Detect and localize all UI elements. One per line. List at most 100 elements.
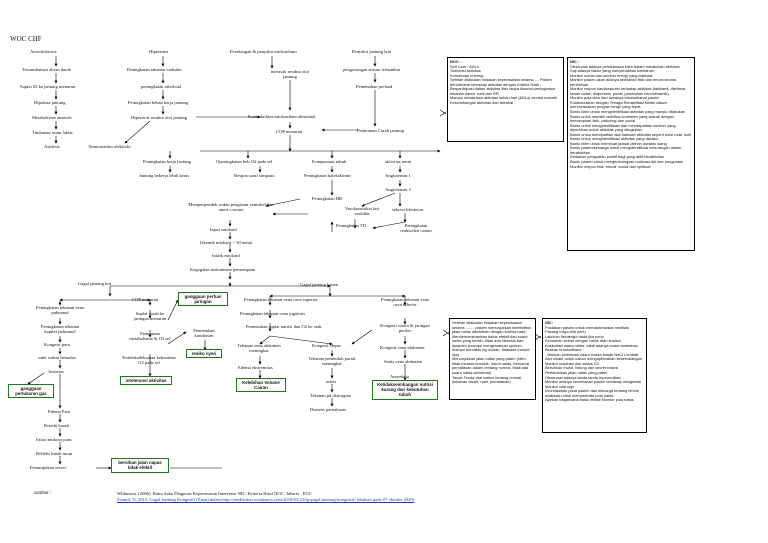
- nic1-line: Bantu pasien untuk mengembangkan motivas…: [570, 159, 684, 165]
- noc1-line: Setelah dilakukan tindakan keperawatan s…: [450, 77, 552, 87]
- noc-box-airway: Setelah dilakukan tindakan keperawatan s…: [449, 318, 536, 400]
- node-statis-vena: Statis vena abdomen: [384, 359, 423, 364]
- node-peningkatan-td: Peningkatan TD: [336, 223, 366, 228]
- node-kongesti-hepar: Kongesti Hepar: [312, 343, 341, 348]
- node-penumpukan: Penumpukan secret: [30, 465, 66, 470]
- nic1-line: Bantu untuk mengidentifikasi aktivitas y…: [570, 136, 658, 142]
- node-iskemik: Iskemik miokard > 30 menit: [200, 240, 253, 245]
- node-asites: asites: [326, 379, 337, 384]
- diagnosis-nutrisi-box: Ketidakseimbangan nutrisi kurang dari ke…: [372, 380, 438, 400]
- source-link[interactable]: Syamil, N. 2010. Gagal Jantung Kongestif…: [117, 496, 415, 502]
- diagnosis-pertukaran-gas-box: gangguan pertukaran gas: [8, 384, 54, 398]
- diagnosis-nyeri-box: resiko nyeri: [186, 349, 222, 358]
- node-cop-menurun-2: COP menurun: [132, 297, 159, 302]
- node-kongesti-paru: Kongesti paru: [44, 342, 70, 347]
- nic-title: NIC :: [570, 59, 580, 64]
- node-gagal-kiri: Gagal jantung kiri: [78, 281, 112, 286]
- noc1-line: Self Care : ADLs: [450, 63, 479, 69]
- node-suplai-o2: Suplai 02 ke jantung menurun: [20, 84, 76, 89]
- node-anoreksia: Anoreksia: [390, 374, 409, 379]
- node-edema-ekstremitas: Edema ekstremitas: [238, 365, 273, 370]
- nic1-line: Observasi adanya pembatasan klien dalam …: [570, 63, 680, 69]
- node-respon-saraf: Respon saraf simpatis: [234, 173, 275, 178]
- nic2-line: Pertahankan jalan nafas yang paten: [545, 370, 608, 376]
- node-sekresi: sekresi Idosteron: [392, 207, 424, 212]
- node-katekolamin: Peningkatan katekolamin: [304, 173, 351, 178]
- node-kongesti-vena-abdomen: Kongesti vena abdomen: [380, 345, 425, 350]
- node-renin: aktivitas renin: [385, 159, 412, 164]
- node-kapiler-pulmonal: Peningkatan tekanan kapiler pulmonal: [40, 324, 80, 335]
- nic2-line: Bersihkan mulut, hidung dan secret trake…: [545, 365, 618, 371]
- nic-airway-title: NIC:: [545, 320, 553, 325]
- node-metabolisme: Metabolisme anaerob: [32, 115, 72, 120]
- node-diafragma: Tekanan pd diafragma: [310, 393, 352, 398]
- noc1-line: Berpartisipasi dalam aktivitas fisik tan…: [450, 86, 555, 96]
- node-suplai-otak: Pemenuhan suplai nutrisi dan O2 ke otak: [246, 324, 322, 329]
- node-angiotensin1: Angiotensin 1: [385, 173, 411, 178]
- nic1-line: Bantu untuk memilih aktivitas konsisten …: [570, 113, 674, 124]
- noc1-line: Konservasi eneergi: [450, 72, 484, 78]
- node-hipertrofi: Hipertrofi serabut otot jantung: [131, 115, 188, 120]
- node-suplai-darah: Suplai darah ke jaringan menurun: [133, 311, 167, 322]
- source-text: Wilkinson. (2006). Buku Saku Diagnosa Ke…: [117, 491, 414, 502]
- noc1-line: Mampu melakukan aktivitas sehari hari (A…: [450, 95, 558, 101]
- nic-lines: Observasi adanya pembatasan klien dalam …: [570, 63, 692, 170]
- node-pemenuhan-kondorum: Pemenuhan kondorum: [193, 328, 215, 339]
- node-distress: Distress pernafasan: [310, 407, 346, 412]
- node-pemenuhan-preload: Pemenuhan preload: [356, 84, 393, 89]
- node-kompensasi: Kompensasi tubuh: [312, 159, 347, 164]
- node-timbunan: Timbunan asam laktat: [32, 130, 73, 135]
- node-cop-menurun: COP menurun: [276, 129, 303, 134]
- source-line-1: Wilkinson. (2006). Buku Saku Diagnosa Ke…: [117, 491, 312, 496]
- nic2-line: Pasang mayo bila perlu: [545, 329, 586, 335]
- nic1-line: Monitor respon fisik, emosi, social dan …: [570, 163, 651, 169]
- node-merusak: merusak serabut otot jantung: [270, 69, 310, 80]
- node-injuri: Injuri miokard: [210, 227, 237, 232]
- node-infark: Infark miokard: [212, 253, 240, 258]
- node-kebutuhan-o2: Ketidakadekuatan kebutuhan O2 pada sel: [122, 355, 176, 366]
- node-pengosongan: pengosongan atrium terhambat: [343, 67, 400, 72]
- noc-title: NOC :: [450, 59, 462, 64]
- nic1-line: Bantu untuk mendpatkan alat bantuan akti…: [570, 131, 692, 137]
- diagnosis-perfusi-box: gangguan perfusi jaringan: [178, 292, 228, 306]
- noc2-line: Tanda Tanda vital dalam rentang normal (…: [452, 374, 522, 385]
- nic1-line: Bantu untuk mengidentifikasi dan mendapa…: [570, 122, 676, 133]
- node-refleks: Refleks batuk turun: [36, 451, 73, 456]
- nic1-line: Bantu klien untuk membuat jadwal latihan…: [570, 140, 667, 146]
- nic2-line: Atur intake untuk cairan mengoptimalkan …: [545, 356, 643, 362]
- nic2-line: Informasikan pada pasien dan keluarga te…: [545, 388, 639, 398]
- nic1-line: Bantu klien untuk mengidentifikasi aktiv…: [570, 109, 686, 115]
- nic1-line: Kaji adanya faktor yang menyebabkan kele…: [570, 68, 654, 74]
- nic2-line: Berikan bronkodilator :: [545, 347, 584, 353]
- node-kontraktilitas: Kontraktilitas miokardium abnormal: [248, 114, 316, 119]
- node-penurunan-curah: Penurunan Curah jantung: [357, 128, 404, 133]
- node-peningkatan-tahanan: Peningkatan tahanan vaskuler: [127, 67, 182, 72]
- noc1-line: Keseimbangan aktivitas dan istirahat: [450, 99, 514, 105]
- nic1-line: Sediakan penguatan positif bagi yang akt…: [570, 154, 664, 160]
- nic2-line: Keluarkan sekret dengan batuk atau sucti…: [545, 338, 621, 344]
- node-peningkatan-kerja: Peningkatan kerja jantung: [143, 159, 191, 164]
- diagnosis-bersihan-jalan-box: bersihan jalan napas tidak efektif: [111, 458, 169, 473]
- nic1-line: Monitor pasien akan adanya kelelahan fis…: [570, 77, 677, 87]
- node-vena-cava-superior: Peningkatan tekanan vena cava superior: [244, 297, 318, 302]
- node-kongesti-visera: Kongesti visera & jaringan perifer: [380, 323, 430, 334]
- node-openingkatan: Openingkatan keb O2 pada sel: [216, 159, 273, 164]
- node-abnormalitas: Abnormalitas elektrolit: [88, 144, 131, 149]
- noc2-line: Setelah dilakukan tindakan keperawatan s…: [452, 320, 531, 335]
- node-peningkatan-hr: Peningkatan HR: [312, 196, 343, 201]
- nic2-line: Lakukan fisioterapi dada jika perlu: [545, 333, 604, 339]
- node-ansietas: Ansietas: [48, 369, 64, 374]
- node-sakit-bernafas: sakit waktu bernafas: [38, 355, 76, 360]
- node-kegagalan: Kegagalan mekanisme pemompaan: [190, 267, 256, 272]
- nic2-line: Monitor vital sign: [545, 383, 575, 389]
- node-iritasi: Iritasi mukosa paru: [36, 437, 72, 442]
- diagnosis-intoleransi-box: intoleransi aktivitas: [120, 376, 172, 385]
- node-vasokonstriksi: Vasokonstriksi last vaskuler: [344, 206, 380, 217]
- diagnosis-kelebihan-volume-box: Kelebihan Volume Cairan: [236, 378, 286, 392]
- node-asidosis: Asidosis: [44, 144, 60, 149]
- nic-box-airway: NIC: Posisikan pasien untuk memaksimalka…: [542, 318, 647, 433]
- node-aterosklerosis: Aterosklerosis: [30, 49, 57, 54]
